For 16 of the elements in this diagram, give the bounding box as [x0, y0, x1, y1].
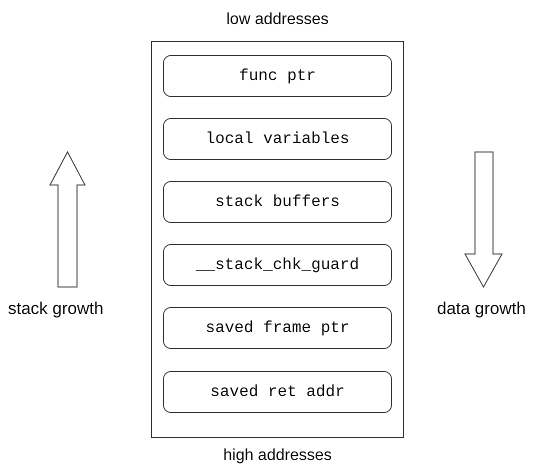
stack-slot — [163, 118, 392, 160]
stack-slot — [163, 244, 392, 286]
direction-label: stack growth — [8, 299, 104, 319]
slot-label: local variables — [205, 130, 350, 148]
stack-slot — [163, 371, 392, 413]
stack-slot — [163, 55, 392, 97]
slot-label: stack buffers — [215, 193, 340, 211]
slot-label: func ptr — [239, 67, 316, 85]
region-label: low addresses — [226, 10, 329, 30]
slot-label: saved ret addr — [210, 383, 345, 401]
slot-label: saved frame ptr — [205, 319, 350, 337]
stack-slot — [163, 307, 392, 349]
slot-label: __stack_chk_guard — [196, 256, 360, 274]
region-label: high addresses — [223, 446, 332, 465]
stack-slot — [163, 181, 392, 223]
direction-label: data growth — [437, 299, 526, 319]
